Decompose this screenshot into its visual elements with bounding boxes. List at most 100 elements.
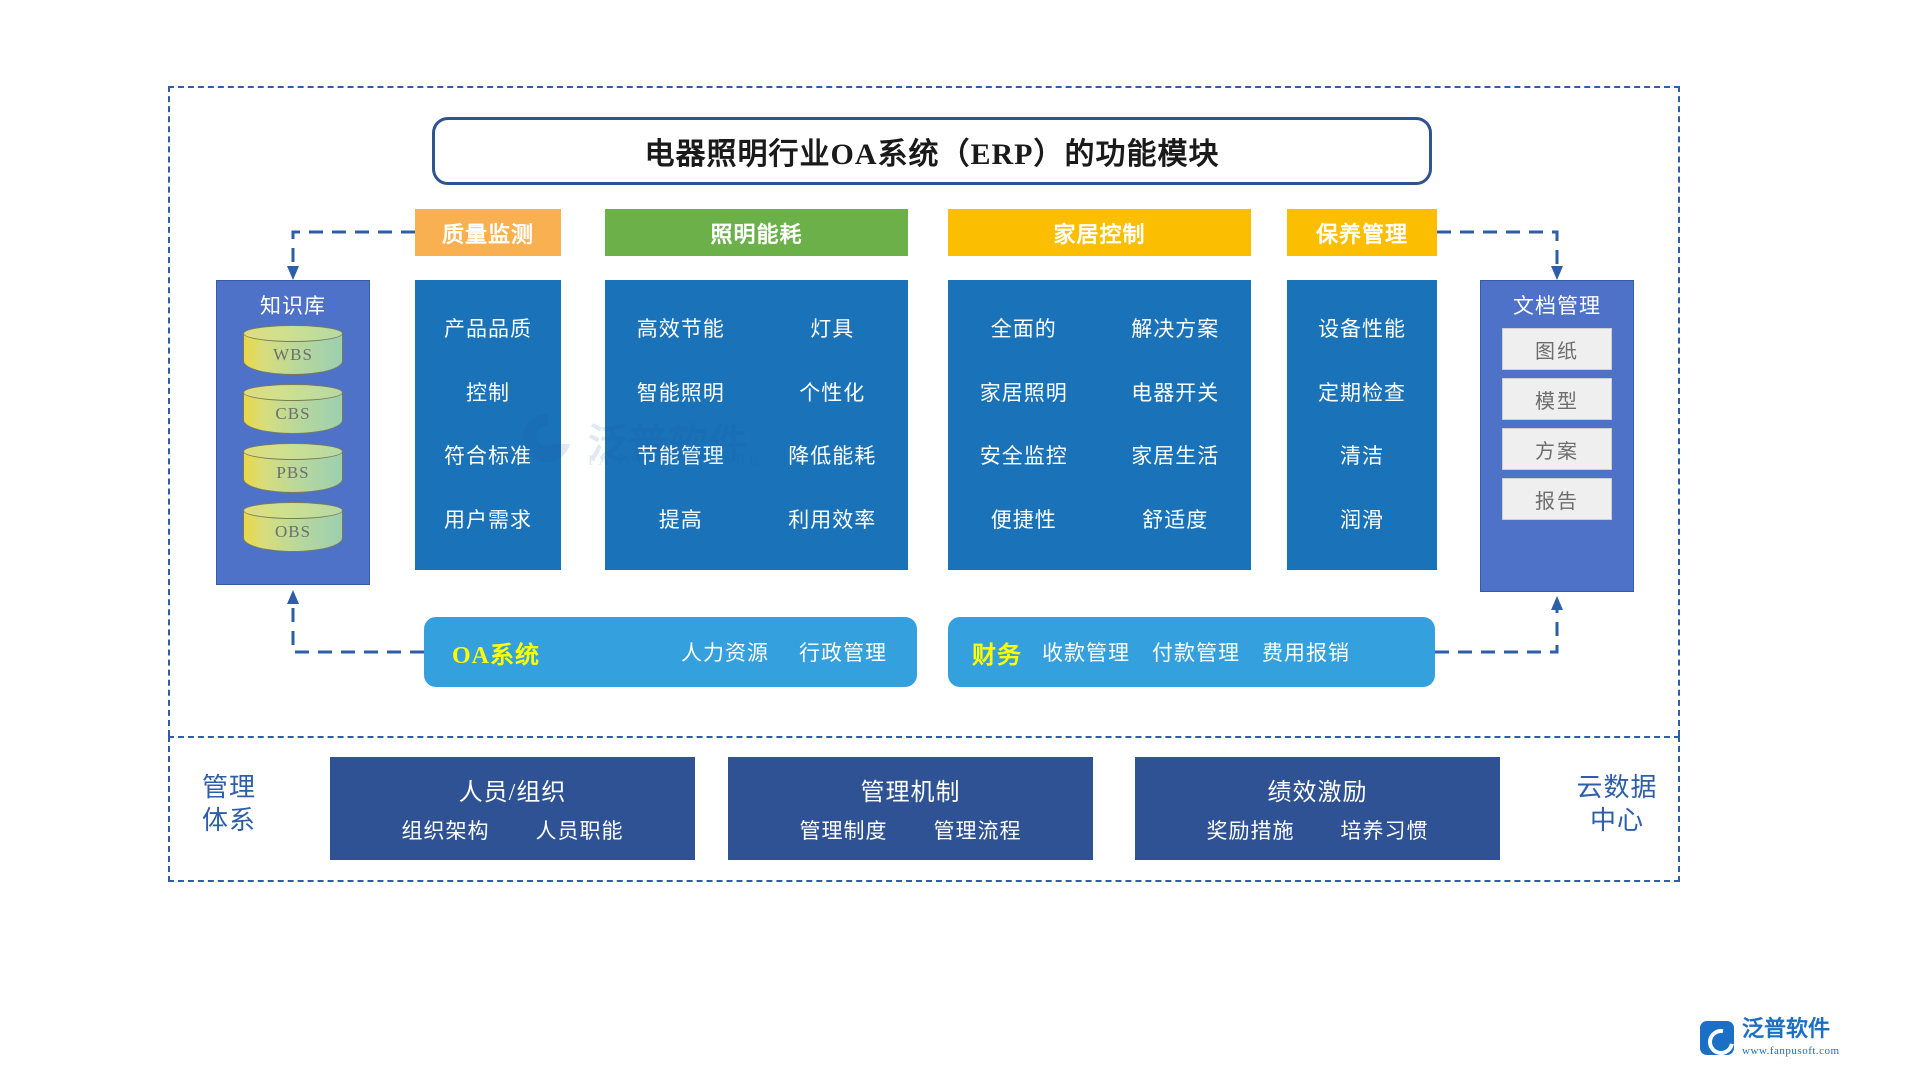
cylinder-top-icon bbox=[243, 384, 343, 401]
finance-chip-reimbursement[interactable]: 费用报销 bbox=[1262, 641, 1350, 665]
cloud-data-center-label-line2: 中心 bbox=[1589, 805, 1644, 835]
management-system-label-line2: 体系 bbox=[201, 805, 256, 835]
content-item[interactable]: 灯具 bbox=[810, 317, 855, 342]
content-column: 产品品质 控制 符合标准 用户需求 bbox=[415, 280, 561, 570]
management-card-sub[interactable]: 奖励措施 bbox=[1206, 819, 1295, 843]
brand-mark-icon bbox=[1700, 1021, 1734, 1055]
content-item[interactable]: 智能照明 bbox=[636, 380, 725, 405]
content-item[interactable]: 控制 bbox=[466, 380, 510, 405]
cylinder-label: WBS bbox=[273, 345, 313, 364]
management-card-title: 绩效激励 bbox=[1267, 780, 1368, 806]
content-item[interactable]: 安全监控 bbox=[979, 444, 1068, 469]
content-item[interactable]: 舒适度 bbox=[1142, 507, 1209, 532]
management-card-sub[interactable]: 组织架构 bbox=[401, 819, 490, 843]
diagram-title-box: 电器照明行业OA系统（ERP）的功能模块 bbox=[432, 117, 1432, 185]
finance-bar[interactable]: 财务 收款管理 付款管理 费用报销 bbox=[948, 617, 1435, 687]
content-item[interactable]: 用户需求 bbox=[444, 507, 532, 532]
management-card-subs: 管理制度 管理流程 bbox=[800, 815, 1022, 845]
oa-chip-admin[interactable]: 行政管理 bbox=[799, 641, 887, 665]
knowledge-base-cylinder-pbs[interactable]: PBS bbox=[243, 443, 343, 497]
content-item[interactable]: 设备性能 bbox=[1318, 317, 1406, 342]
oa-system-chips: 人力资源 行政管理 bbox=[681, 637, 887, 667]
content-column: 解决方案 电器开关 家居生活 舒适度 bbox=[1100, 280, 1252, 570]
content-panel-maintenance: 设备性能 定期检查 清洁 润滑 bbox=[1287, 280, 1437, 570]
document-item-drawing[interactable]: 图纸 bbox=[1502, 328, 1612, 370]
cylinder-label: PBS bbox=[276, 463, 310, 482]
category-header-label: 家居控制 bbox=[1053, 221, 1146, 247]
knowledge-base-title: 知识库 bbox=[260, 294, 326, 318]
management-card-sub[interactable]: 管理流程 bbox=[933, 819, 1022, 843]
management-card-sub[interactable]: 人员职能 bbox=[535, 819, 624, 843]
oa-system-bar[interactable]: OA系统 人力资源 行政管理 bbox=[424, 617, 917, 687]
brand-name: 泛普软件 bbox=[1742, 1016, 1831, 1041]
category-header-label: 质量监测 bbox=[441, 221, 534, 247]
management-card-personnel[interactable]: 人员/组织 组织架构 人员职能 bbox=[330, 757, 695, 860]
knowledge-base-cylinder-obs[interactable]: OBS bbox=[243, 502, 343, 556]
category-header-label: 保养管理 bbox=[1315, 221, 1408, 247]
content-item[interactable]: 利用效率 bbox=[788, 507, 877, 532]
cylinder-label: OBS bbox=[274, 522, 312, 541]
management-card-mechanism[interactable]: 管理机制 管理制度 管理流程 bbox=[728, 757, 1093, 860]
content-item[interactable]: 个性化 bbox=[799, 380, 866, 405]
management-card-subs: 奖励措施 培养习惯 bbox=[1207, 815, 1429, 845]
content-item[interactable]: 家居照明 bbox=[979, 380, 1068, 405]
management-card-performance[interactable]: 绩效激励 奖励措施 培养习惯 bbox=[1135, 757, 1500, 860]
page-title: 电器照明行业OA系统（ERP）的功能模块 bbox=[644, 138, 1220, 171]
content-column: 全面的 家居照明 安全监控 便捷性 bbox=[948, 280, 1100, 570]
management-system-label-line1: 管理 bbox=[201, 773, 256, 802]
category-header-lighting-energy[interactable]: 照明能耗 bbox=[605, 209, 908, 256]
cylinder-top-icon bbox=[243, 443, 343, 460]
document-management-title: 文档管理 bbox=[1513, 294, 1601, 318]
content-item[interactable]: 产品品质 bbox=[444, 317, 532, 342]
cloud-data-center-label: 云数据 中心 bbox=[1562, 772, 1672, 837]
category-header-quality[interactable]: 质量监测 bbox=[415, 209, 561, 256]
content-column: 设备性能 定期检查 清洁 润滑 bbox=[1287, 280, 1437, 570]
oa-chip-hr[interactable]: 人力资源 bbox=[681, 641, 769, 665]
knowledge-base-cylinder-cbs[interactable]: CBS bbox=[243, 384, 343, 438]
document-item-plan[interactable]: 方案 bbox=[1502, 428, 1612, 470]
content-item[interactable]: 节能管理 bbox=[636, 444, 725, 469]
management-card-sub[interactable]: 培养习惯 bbox=[1340, 819, 1429, 843]
category-header-home-control[interactable]: 家居控制 bbox=[948, 209, 1251, 256]
document-management-panel[interactable]: 文档管理 图纸 模型 方案 报告 bbox=[1480, 280, 1634, 592]
content-panel-lighting-energy: 高效节能 智能照明 节能管理 提高 灯具 个性化 降低能耗 利用效率 bbox=[605, 280, 908, 570]
cylinder-top-icon bbox=[243, 325, 343, 342]
outer-dashed-frame-bottom bbox=[168, 736, 1680, 882]
content-item[interactable]: 便捷性 bbox=[990, 507, 1057, 532]
category-header-maintenance[interactable]: 保养管理 bbox=[1287, 209, 1437, 256]
brand-url: www.fanpusoft.com bbox=[1742, 1045, 1840, 1057]
content-item[interactable]: 全面的 bbox=[990, 317, 1057, 342]
content-panel-quality: 产品品质 控制 符合标准 用户需求 bbox=[415, 280, 561, 570]
content-item[interactable]: 符合标准 bbox=[444, 444, 532, 469]
finance-chips: 收款管理 付款管理 费用报销 bbox=[1042, 637, 1350, 667]
content-item[interactable]: 降低能耗 bbox=[788, 444, 877, 469]
management-system-label: 管理 体系 bbox=[192, 772, 266, 837]
document-item-report[interactable]: 报告 bbox=[1502, 478, 1612, 520]
document-item-model[interactable]: 模型 bbox=[1502, 378, 1612, 420]
content-item[interactable]: 提高 bbox=[658, 507, 703, 532]
cloud-data-center-label-line1: 云数据 bbox=[1576, 773, 1658, 802]
content-column: 灯具 个性化 降低能耗 利用效率 bbox=[757, 280, 909, 570]
content-item[interactable]: 润滑 bbox=[1340, 507, 1384, 532]
content-item[interactable]: 高效节能 bbox=[636, 317, 725, 342]
finance-chip-receivables[interactable]: 收款管理 bbox=[1042, 641, 1130, 665]
outer-dashed-frame-top bbox=[168, 86, 1680, 736]
oa-system-label: OA系统 bbox=[452, 642, 540, 669]
content-item[interactable]: 定期检查 bbox=[1318, 380, 1406, 405]
management-card-subs: 组织架构 人员职能 bbox=[402, 815, 624, 845]
cylinder-label: CBS bbox=[275, 404, 311, 423]
management-card-sub[interactable]: 管理制度 bbox=[799, 819, 888, 843]
content-item[interactable]: 清洁 bbox=[1340, 444, 1384, 469]
category-header-label: 照明能耗 bbox=[710, 221, 803, 247]
content-item[interactable]: 电器开关 bbox=[1131, 380, 1220, 405]
knowledge-base-panel[interactable]: 知识库 WBS CBS PBS OBS bbox=[216, 280, 370, 585]
finance-chip-payables[interactable]: 付款管理 bbox=[1152, 641, 1240, 665]
finance-label: 财务 bbox=[972, 642, 1022, 669]
knowledge-base-cylinder-wbs[interactable]: WBS bbox=[243, 325, 343, 379]
content-item[interactable]: 家居生活 bbox=[1131, 444, 1220, 469]
content-item[interactable]: 解决方案 bbox=[1131, 317, 1220, 342]
cylinder-top-icon bbox=[243, 502, 343, 519]
brand-logo: 泛普软件 www.fanpusoft.com bbox=[1700, 1010, 1900, 1066]
management-card-title: 管理机制 bbox=[860, 780, 961, 806]
